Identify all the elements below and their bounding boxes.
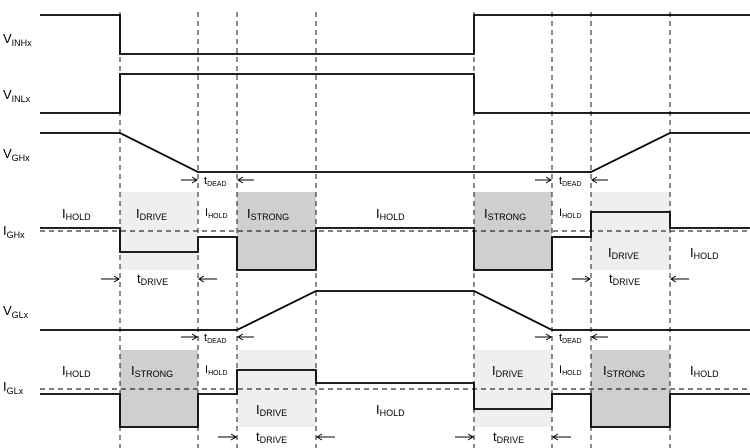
- tdrive-label-ghx-1: tDRIVE: [137, 271, 168, 287]
- tdrive-arrow-ghx-1: [101, 275, 217, 283]
- signal-label-ighx: IGHx: [3, 223, 25, 240]
- ighx-hold-label-2: IHOLD: [205, 207, 228, 220]
- signal-label-iglx: IGLx: [3, 379, 24, 396]
- iglx-waveform: [40, 369, 750, 428]
- vinhx-waveform: [40, 14, 750, 55]
- ighx-waveform: [40, 211, 750, 271]
- tdead-arrow-glx-2: [535, 333, 608, 341]
- iglx-phase-labels: IHOLD ISTRONG IHOLD IDRIVE IHOLD IDRIVE …: [62, 363, 719, 418]
- iglx-drive-rise-region: [237, 350, 316, 427]
- iglx-strong-region-1: [120, 350, 198, 427]
- ighx-hold-label-1: IHOLD: [62, 206, 91, 222]
- tdead-label-ghx-2: tDEAD: [559, 175, 582, 188]
- tdead-arrow-ghx-2: [535, 176, 608, 184]
- signal-label-vglx: VGLx: [3, 303, 29, 320]
- signal-labels: VINHx VINLx VGHx IGHx VGLx IGLx: [3, 31, 32, 396]
- ighx-drive-label-1: IDRIVE: [136, 206, 167, 222]
- iglx-hold-label-2: IHOLD: [205, 364, 228, 377]
- tdead-arrow-glx-1: [181, 333, 254, 341]
- signal-label-vinhx: VINHx: [3, 31, 32, 48]
- tdrive-arrow-glx-1: [218, 433, 335, 441]
- ighx-hold-label-5: IHOLD: [690, 245, 719, 261]
- iglx-hold-label-5: IHOLD: [690, 363, 719, 379]
- ighx-phase-labels: IHOLD IDRIVE IHOLD ISTRONG IHOLD ISTRONG…: [62, 206, 719, 261]
- tdrive-arrow-glx-2: [455, 433, 571, 441]
- signal-label-vinlx: VINLx: [3, 87, 31, 104]
- ighx-hold-label-3: IHOLD: [376, 206, 405, 222]
- iglx-drive-fall-region: [474, 350, 552, 427]
- iglx-strong-label-1: ISTRONG: [131, 363, 173, 379]
- iglx-hold-label-4: IHOLD: [559, 364, 582, 377]
- tdead-arrow-ghx-1: [181, 176, 254, 184]
- tdrive-label-glx-2: tDRIVE: [493, 429, 524, 445]
- current-reference-lines: [40, 230, 750, 390]
- ighx-strong-label-2: ISTRONG: [484, 206, 526, 222]
- timing-arrows: [101, 176, 689, 441]
- iglx-strong-label-2: ISTRONG: [603, 363, 645, 379]
- tdrive-label-glx-1: tDRIVE: [256, 429, 287, 445]
- ighx-hold-label-4: IHOLD: [559, 207, 582, 220]
- glx-timing-labels: tDEAD tDEAD tDRIVE tDRIVE: [204, 332, 582, 445]
- tdrive-label-ghx-2: tDRIVE: [609, 271, 640, 287]
- ighx-drive-label-2: IDRIVE: [608, 245, 639, 261]
- tdead-label-glx-1: tDEAD: [204, 332, 227, 345]
- iglx-drive-label-1: IDRIVE: [256, 402, 287, 418]
- iglx-hold-label-1: IHOLD: [62, 363, 91, 379]
- tdead-label-glx-2: tDEAD: [559, 332, 582, 345]
- ighx-strong-label-1: ISTRONG: [247, 206, 289, 222]
- waveforms: [40, 14, 750, 428]
- ghx-timing-labels: tDEAD tDEAD tDRIVE tDRIVE: [137, 175, 640, 287]
- tdrive-arrow-ghx-2: [572, 275, 689, 283]
- vghx-waveform: [40, 132, 750, 173]
- phase-shading: [120, 192, 670, 427]
- vglx-waveform: [40, 290, 750, 331]
- vinlx-waveform: [40, 73, 750, 114]
- tdead-label-ghx-1: tDEAD: [204, 175, 227, 188]
- iglx-strong-region-2: [591, 350, 670, 427]
- iglx-drive-label-2: IDRIVE: [492, 363, 523, 379]
- iglx-hold-label-3: IHOLD: [376, 402, 405, 418]
- signal-label-vghx: VGHx: [3, 146, 30, 163]
